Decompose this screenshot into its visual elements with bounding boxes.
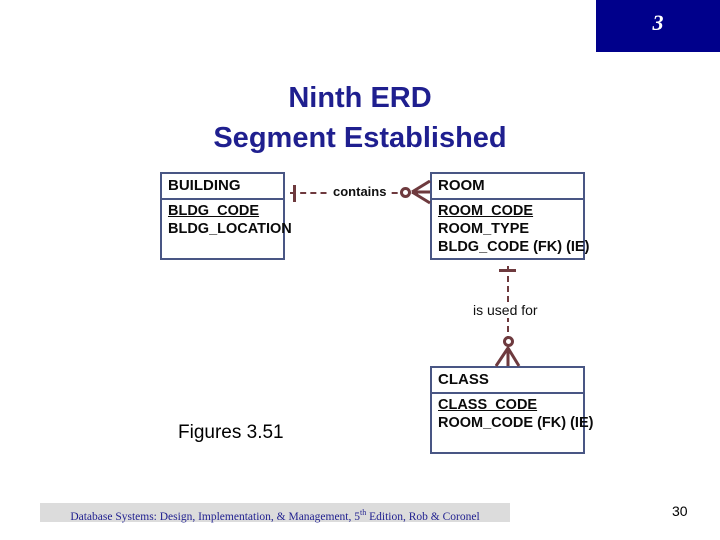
footer-citation-post: Edition, Rob & Coronel (366, 510, 480, 523)
entity-room-name: ROOM (432, 174, 583, 200)
attribute-room-type: ROOM_TYPE (438, 221, 530, 237)
page-number: 30 (672, 503, 688, 519)
footer-citation-ordinal: th (360, 508, 367, 517)
entity-building[interactable]: BUILDING BLDG_CODE BLDG_LOCATION (160, 172, 292, 260)
entity-room[interactable]: ROOM ROOM_CODE ROOM_TYPE BLDG_CODE (FK) … (430, 172, 590, 260)
footer-citation-pre: Database Systems: Design, Implementation… (70, 510, 361, 523)
figure-caption: Figures 3.51 (178, 422, 284, 443)
attribute-room-code: ROOM_CODE (438, 203, 534, 219)
chapter-banner: 3 (596, 0, 720, 52)
cardinality-one-mandatory-building (293, 185, 296, 202)
entity-building-name: BUILDING (162, 174, 283, 200)
cardinality-zero-circle-room (400, 187, 411, 198)
attribute-room-bldg-code-fk: BLDG_CODE (FK) (IE) (438, 239, 590, 255)
relationship-label-is-used-for: is used for (470, 302, 541, 318)
relationship-label-contains: contains (330, 184, 390, 199)
cardinality-crowfoot-class (495, 347, 521, 367)
entity-class-name: CLASS (432, 368, 583, 394)
attribute-bldg-location: BLDG_LOCATION (168, 221, 292, 237)
attribute-class-room-code-fk: ROOM_CODE (FK) (IE) (438, 415, 594, 431)
entity-class[interactable]: CLASS CLASS_CODE ROOM_CODE (FK) (IE) (430, 366, 594, 454)
entity-building-attributes: BLDG_CODE BLDG_LOCATION (162, 200, 292, 258)
attribute-bldg-code: BLDG_CODE (168, 203, 260, 219)
footer-citation: Database Systems: Design, Implementation… (40, 503, 510, 523)
cardinality-zero-circle-class (503, 336, 514, 347)
chapter-number: 3 (652, 10, 664, 35)
page-title-line-1: Ninth ERD (288, 82, 432, 114)
page-title-line-2: Segment Established (213, 122, 507, 154)
footer-band: Database Systems: Design, Implementation… (40, 503, 510, 523)
entity-room-attributes: ROOM_CODE ROOM_TYPE BLDG_CODE (FK) (IE) (432, 200, 590, 258)
page-title: Ninth ERD Segment Established (60, 78, 660, 158)
entity-class-attributes: CLASS_CODE ROOM_CODE (FK) (IE) (432, 394, 594, 452)
cardinality-one-mandatory-room (499, 269, 516, 272)
attribute-class-code: CLASS_CODE (438, 397, 538, 413)
cardinality-crowfoot-room (411, 180, 431, 205)
